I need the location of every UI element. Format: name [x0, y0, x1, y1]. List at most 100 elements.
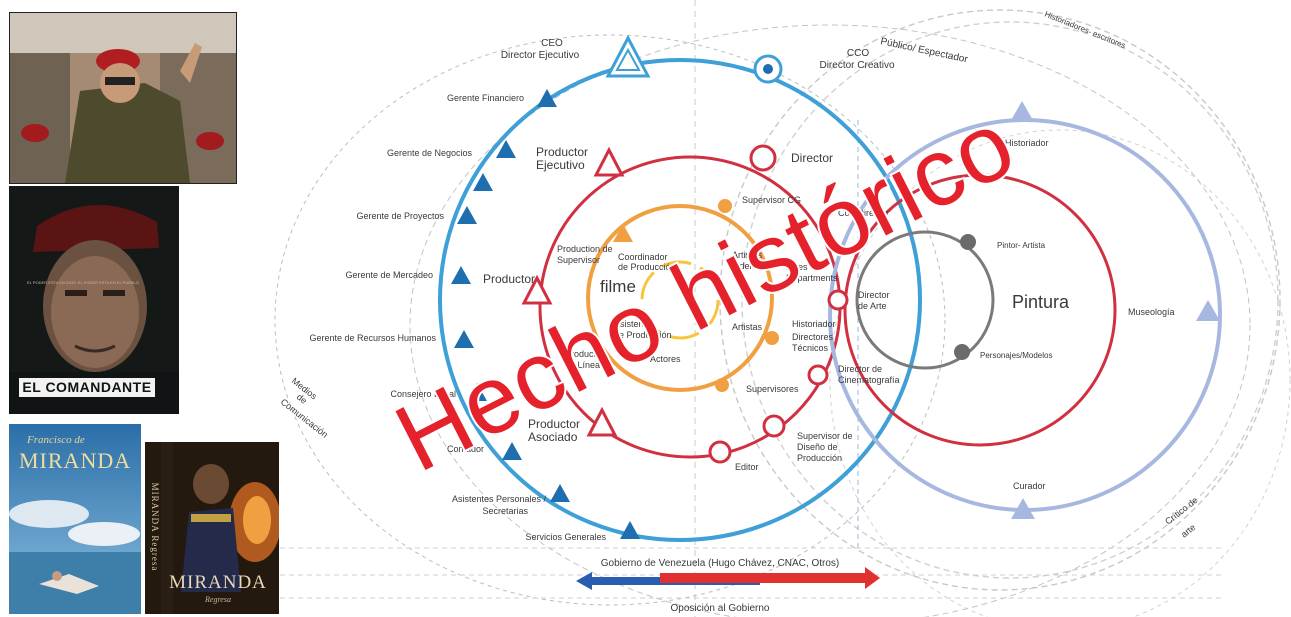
label-pintor-artista: Pintor- Artista: [997, 241, 1046, 250]
label-actores: Actores: [650, 354, 681, 364]
label-gerente-negocios: Gerente de Negocios: [387, 148, 473, 158]
triangle-marker: [620, 521, 640, 539]
label-consejero-legal: Consejero Legal: [390, 389, 456, 399]
triangle-marker: [550, 484, 570, 502]
label-director-creativo: Director Creativo: [819, 60, 894, 71]
label-supervisor-cg: Supervisor CG: [742, 195, 801, 205]
label-supervisor-diseno-3: Producción: [797, 453, 842, 463]
red-ring-markers: [521, 144, 849, 464]
red-triangle-marker: [593, 146, 625, 177]
blue-ring-markers: [451, 89, 640, 539]
poster-sub-regresa: Regresa: [205, 595, 231, 604]
label-cinematografia-2: Cinematografía: [838, 375, 900, 385]
orange-dot: [718, 199, 732, 213]
label-directores-2: Técnicos: [792, 343, 829, 353]
label-historiador-red: Historiador: [792, 319, 836, 329]
ceo-triangle-inner: [615, 47, 641, 71]
label-ceo: CEO: [541, 38, 563, 49]
label-director-ejecutivo: Director Ejecutivo: [501, 50, 580, 61]
label-supervisor-diseno-1: Supervisor de: [797, 431, 853, 441]
cco-circle-core: [763, 64, 773, 74]
label-productor-asociado-2: Asociado: [528, 430, 578, 444]
label-gerente-proyectos: Gerente de Proyectos: [356, 211, 444, 221]
label-director-arte-2: de Arte: [858, 301, 887, 311]
label-editor: Editor: [735, 462, 759, 472]
outer-ellipse-mid: [409, 24, 1251, 617]
label-production-de: Production de: [557, 244, 613, 254]
label-servicios-generales: Servicios Generales: [525, 532, 606, 542]
triangle-marker: [457, 206, 477, 224]
triangle-marker: [502, 442, 522, 460]
label-productor-ejecutivo-1: Productor: [536, 145, 588, 159]
triangle-marker: [467, 383, 487, 401]
lavender-triangle: [1196, 300, 1220, 321]
red-circle-marker: [749, 144, 777, 172]
yellow-swirl: [640, 260, 720, 340]
label-historiadores-escritores: Historiadores- escritores: [1043, 10, 1127, 51]
orange-dot: [765, 331, 779, 345]
label-pintura: Pintura: [1012, 292, 1070, 312]
pintura-ring: [843, 173, 1117, 447]
label-departments: Departments: [786, 273, 838, 283]
poster-miranda-regresa: MIRANDA Regresa MIRANDA Regresa: [145, 442, 279, 614]
red-circle-marker: [827, 289, 849, 311]
label-supervisor-diseno-2: Diseño de: [797, 442, 838, 452]
outer-ellipse-left: [274, 34, 946, 606]
gray-dot: [954, 344, 970, 360]
blue-ring: [438, 58, 922, 542]
poster-title-miranda-regresa: MIRANDA: [169, 572, 267, 593]
label-director: Director: [791, 151, 833, 165]
label-artistas-lideres-2: Líderes: [732, 261, 763, 271]
label-supervisor: Supervisor: [557, 255, 600, 265]
lavender-markers: [1010, 101, 1220, 519]
poster-vertical-title: MIRANDA Regresa: [150, 482, 160, 572]
label-artistas-lideres-1: Artistas: [732, 250, 763, 260]
label-critico-2: arte: [1179, 522, 1197, 539]
label-contador: Contador: [447, 444, 484, 454]
label-productor-linea-1: Productor: [565, 349, 604, 359]
label-secretarias: Secretarias: [482, 506, 528, 516]
label-productor-linea-2: de Línea: [565, 360, 600, 370]
label-asistentes-prod-2: de Producción: [614, 330, 672, 340]
label-productor: Productor: [483, 272, 535, 286]
label-filme: filme: [600, 277, 636, 296]
label-directores-1: Directores: [792, 332, 834, 342]
orange-dot: [715, 378, 729, 392]
red-triangle-marker: [586, 406, 618, 437]
poster-script-francisco: Francisco de: [27, 434, 85, 446]
label-museologia: Museología: [1128, 307, 1175, 317]
label-critico-1: Crítico de: [1163, 495, 1200, 527]
triangle-marker: [537, 89, 557, 107]
label-curador: Curador: [1013, 481, 1046, 491]
photo-chavez-speech: [9, 12, 237, 184]
triangle-marker: [454, 330, 474, 348]
lavender-triangle: [1011, 498, 1035, 519]
arrow-right-red: [660, 567, 880, 589]
poster-francisco-de-miranda: Francisco de MIRANDA: [9, 424, 141, 614]
label-oposicion: Oposición al Gobierno: [671, 603, 770, 614]
orange-triangle: [613, 224, 633, 242]
label-jefes-de: Jefes de: [786, 262, 820, 272]
label-cinematografia-1: Director de: [838, 364, 882, 374]
orange-ring: [586, 204, 774, 392]
triangle-marker: [451, 266, 471, 284]
label-cco: CCO: [847, 48, 869, 59]
label-gerente-mercadeo: Gerente de Mercadeo: [345, 270, 433, 280]
gray-dot: [960, 234, 976, 250]
label-gobierno: Gobierno de Venezuela (Hugo Chávez, CNAC…: [601, 558, 839, 569]
label-asistentes-prod-1: Asistentes: [614, 319, 656, 329]
label-artistas: Artistas: [732, 322, 763, 332]
red-triangle-marker: [521, 274, 553, 305]
label-medios-2: de: [295, 392, 309, 406]
label-gerente-rrhh: Gerente de Recursos Humanos: [309, 333, 436, 343]
poster-title-miranda: MIRANDA: [19, 448, 132, 473]
label-productor-ejecutivo-2: Ejecutivo: [536, 158, 585, 172]
overlay-hecho-historico: Hecho histórico: [380, 90, 1031, 493]
poster-el-comandante: EL PODER ESTA EN DIOS, EL PODER ESTA EN …: [9, 186, 179, 414]
red-circle-marker: [807, 364, 829, 386]
label-director-arte-1: Director: [858, 290, 890, 300]
label-asistentes: Asistentes Personales /: [452, 494, 547, 504]
label-co-director: Co - Director: [838, 208, 889, 218]
